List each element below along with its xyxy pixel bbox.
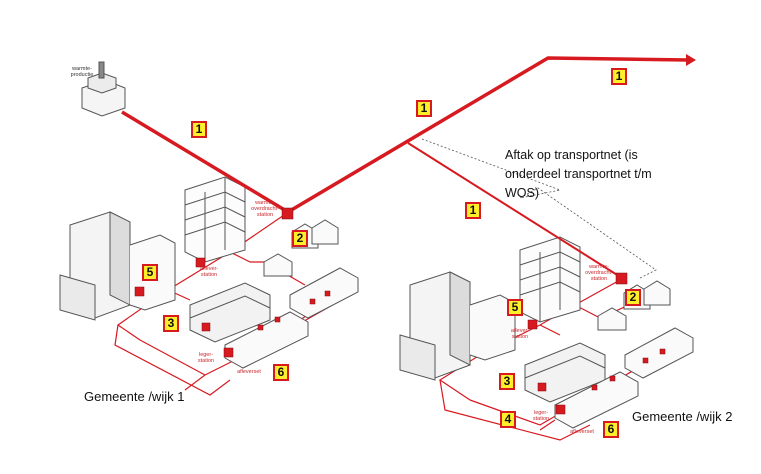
aflever-label-2: aflever- station	[505, 328, 535, 340]
leger-station-2	[555, 404, 566, 415]
leger-label-2-line1: leger-	[533, 410, 549, 416]
branch-pipe	[407, 142, 623, 279]
badge-3-wijk1: 3	[163, 315, 179, 332]
transport-arrow-head	[686, 54, 696, 66]
badge-2-wos-1: 2	[292, 230, 308, 247]
leger-label-2-line2: station	[532, 416, 550, 422]
afleverset-label-2: afleverset	[565, 429, 599, 435]
wos-label-1-line1: warmte-	[255, 200, 275, 206]
aflever-station-1	[195, 257, 206, 268]
leger-station-1	[223, 347, 234, 358]
aflever-station-2	[527, 319, 538, 330]
wos-label-2: warmte- overdracht- station	[578, 264, 620, 282]
transport-pipe	[121, 56, 689, 214]
aflever-label-1: aflever- station	[194, 266, 224, 278]
gemeente-wijk1-label: Gemeente /wijk 1	[84, 389, 185, 404]
badge-2-wos-2: 2	[625, 289, 641, 306]
wos-label-2-line2: overdracht-	[585, 270, 613, 276]
afleverset-dot-5	[591, 384, 598, 391]
aflever-label-2-line1: aflever-	[510, 328, 530, 334]
afleverset-dot-6	[609, 375, 616, 382]
afleverset-label-1-text: afleverset	[237, 369, 261, 375]
aflever-label-1-line1: aflever-	[199, 266, 219, 272]
aflever-label-2-line2: station	[511, 334, 529, 340]
wos-label-1-line2: overdracht-	[251, 206, 279, 212]
badge-3-wijk2: 3	[499, 373, 515, 390]
wos-label-1: warmte- overdracht- station	[244, 200, 286, 218]
buildings-wijk2	[399, 236, 694, 429]
gemeente-wijk2-label: Gemeente /wijk 2	[632, 409, 733, 424]
aflever-label-1-line2: station	[200, 272, 218, 278]
badge-6-wijk1: 6	[273, 364, 289, 381]
badge-1-production-pipe: 1	[191, 121, 207, 138]
stations	[134, 207, 666, 415]
badge-6-wijk2: 6	[603, 421, 619, 438]
aftak-label: Aftak op transportnet (is onderdeel tran…	[505, 148, 652, 200]
wos-station-1	[281, 207, 294, 220]
flat-station-1	[201, 322, 211, 332]
afleverset-label-1: afleverset	[232, 369, 266, 375]
badge-4-leger-2: 4	[500, 411, 516, 428]
warmteproductie-label: warmte- productie	[62, 66, 102, 78]
leger-label-1-line2: station	[197, 358, 215, 364]
wos-label-2-line3: station	[590, 276, 608, 282]
buildings-wijk1	[59, 176, 359, 369]
heat-production-plant	[81, 61, 126, 117]
aflever-station-1b	[134, 286, 145, 297]
afleverset-dot-2	[274, 316, 281, 323]
badge-1-transport-end: 1	[611, 68, 627, 85]
afleverset-dot-4	[324, 290, 331, 297]
warmteproductie-label-line2: productie	[70, 72, 94, 78]
leger-label-2: leger- station	[528, 410, 554, 422]
badge-1-branch: 1	[465, 202, 481, 219]
wos-label-1-line3: station	[256, 212, 274, 218]
badge-5-aflever-2: 5	[507, 299, 523, 316]
afleverset-dot-7	[642, 357, 649, 364]
leger-label-1: leger- station	[193, 352, 219, 364]
flat-station-2	[537, 382, 547, 392]
badge-5-aflever-1: 5	[142, 264, 158, 281]
afleverset-label-2-text: afleverset	[570, 429, 594, 435]
wos-station-2	[615, 272, 628, 285]
badge-1-transport-mid: 1	[416, 100, 432, 117]
afleverset-dot-3	[309, 298, 316, 305]
wos-label-2-line1: warmte-	[589, 264, 609, 270]
leger-label-1-line1: leger-	[198, 352, 214, 358]
afleverset-dot-1	[257, 324, 264, 331]
afleverset-dot-8	[659, 348, 666, 355]
warmteproductie-label-line1: warmte-	[72, 66, 92, 72]
